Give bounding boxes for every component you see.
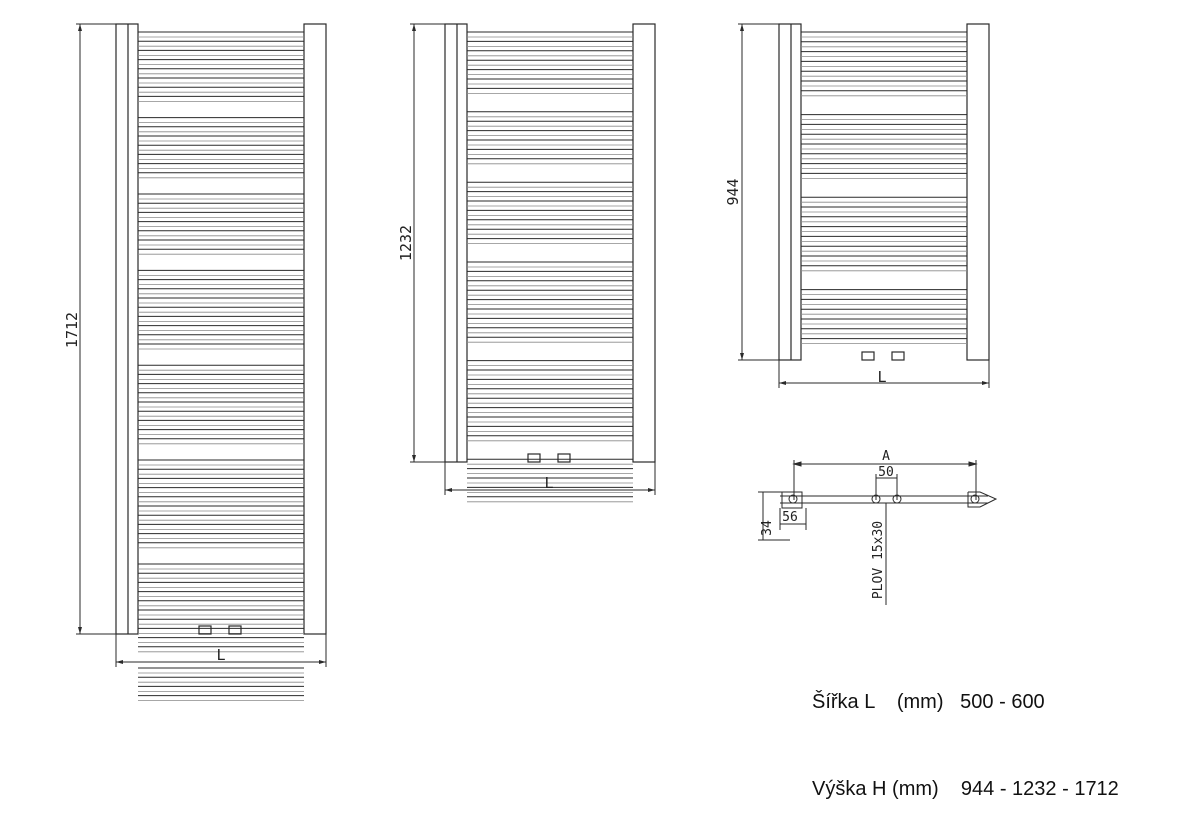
arrow-bottom <box>412 455 416 462</box>
width-label-1232: L <box>544 474 553 492</box>
height-label-1712: 1712 <box>63 312 81 348</box>
connection-stub <box>527 453 541 463</box>
width-label-1712: L <box>216 646 225 664</box>
arrow-right <box>319 660 326 664</box>
dim-spacing-label: 50 <box>878 465 894 480</box>
height-spec-unit: (mm) <box>892 778 939 800</box>
connection-stub <box>861 351 875 361</box>
right-column <box>966 23 990 361</box>
radiator-1712 <box>76 23 327 701</box>
radiator-944 <box>738 23 990 388</box>
right-column <box>303 23 327 635</box>
left-column <box>444 23 468 463</box>
dim-a-label: A <box>882 449 890 464</box>
left-column <box>115 23 139 635</box>
connection-stub <box>198 625 212 635</box>
connection-detail <box>758 460 998 605</box>
width-spec-row: Šířka L (mm) 500 - 600 <box>812 688 1119 717</box>
height-label-1232: 1232 <box>397 225 415 261</box>
width-spec-unit: (mm) <box>896 691 944 713</box>
dim-side-label: 34 <box>760 520 775 536</box>
spec-legend: Šířka L (mm) 500 - 600 Výška H (mm) 944 … <box>812 630 1119 833</box>
arrow-left <box>116 660 123 664</box>
radiator-1232 <box>410 23 656 503</box>
connection-label: PLOV 15x30 <box>871 521 886 599</box>
arrow-left <box>445 488 452 492</box>
arrow-top <box>412 24 416 31</box>
arrow-top <box>740 24 744 31</box>
width-spec-value: 500 - 600 <box>960 691 1045 713</box>
right-column <box>632 23 656 463</box>
arrow-top <box>78 24 82 31</box>
connection-stub <box>557 453 571 463</box>
height-label-944: 944 <box>724 178 742 205</box>
connection-stub <box>228 625 242 635</box>
arrow-bottom <box>740 353 744 360</box>
width-label-944: L <box>877 368 886 386</box>
arrow-bottom <box>78 627 82 634</box>
arrow-right <box>982 381 989 385</box>
connection-stub <box>891 351 905 361</box>
height-spec-row: Výška H (mm) 944 - 1232 - 1712 <box>812 775 1119 804</box>
dim-offset-label: 56 <box>782 510 798 525</box>
width-spec-label: Šířka L <box>812 691 875 713</box>
height-spec-label: Výška H <box>812 778 887 800</box>
arrow-right <box>648 488 655 492</box>
height-spec-value: 944 - 1232 - 1712 <box>960 778 1119 800</box>
arrow-left <box>779 381 786 385</box>
technical-drawing: 1712 L 1232 L 944 L <box>63 23 998 701</box>
left-column <box>778 23 802 361</box>
